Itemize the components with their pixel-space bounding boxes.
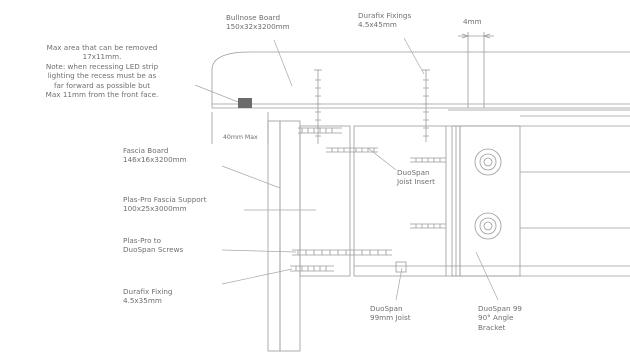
- screws-label: Plas-Pro to DuoSpan Screws: [123, 236, 184, 255]
- vertical-screws: [314, 32, 485, 144]
- bracket-label: DuoSpan 99 90° Angle Bracket: [478, 304, 523, 332]
- joist-top-lines: [448, 109, 630, 117]
- max40-dimension: [211, 112, 269, 144]
- joist-insert-label: DuoSpan Joist Insert: [397, 168, 435, 187]
- max-area-note: Max area that can be removed 17x11mm. No…: [45, 43, 159, 100]
- fascia-board: [267, 120, 301, 352]
- fascia-support: [299, 125, 351, 277]
- durafix-fixings-label: Durafix Fixings 4.5x45mm: [358, 11, 412, 30]
- joist-label: DuoSpan 99mm Joist: [370, 304, 411, 323]
- bracket-bolts: [474, 148, 502, 240]
- angle-bracket: [451, 125, 521, 277]
- duospan-joist: [446, 125, 630, 277]
- fascia-support-label: Plas-Pro Fascia Support 100x25x3000mm: [123, 195, 207, 214]
- fascia-board-label: Fascia Board 146x16x3200mm: [123, 146, 187, 165]
- bullnose-board: [211, 51, 630, 109]
- leader-lines: [194, 37, 499, 301]
- gap-label: 4mm: [463, 17, 482, 26]
- gap-dimension: [458, 33, 494, 39]
- bullnose-board-label: Bullnose Board 150x32x3200mm: [226, 13, 290, 32]
- led-recess: [238, 98, 252, 108]
- horizontal-screws: [290, 127, 446, 272]
- max40-label: 40mm Max: [223, 134, 258, 141]
- durafix-fixing-label: Durafix Fixing 4.5x35mm: [123, 287, 173, 306]
